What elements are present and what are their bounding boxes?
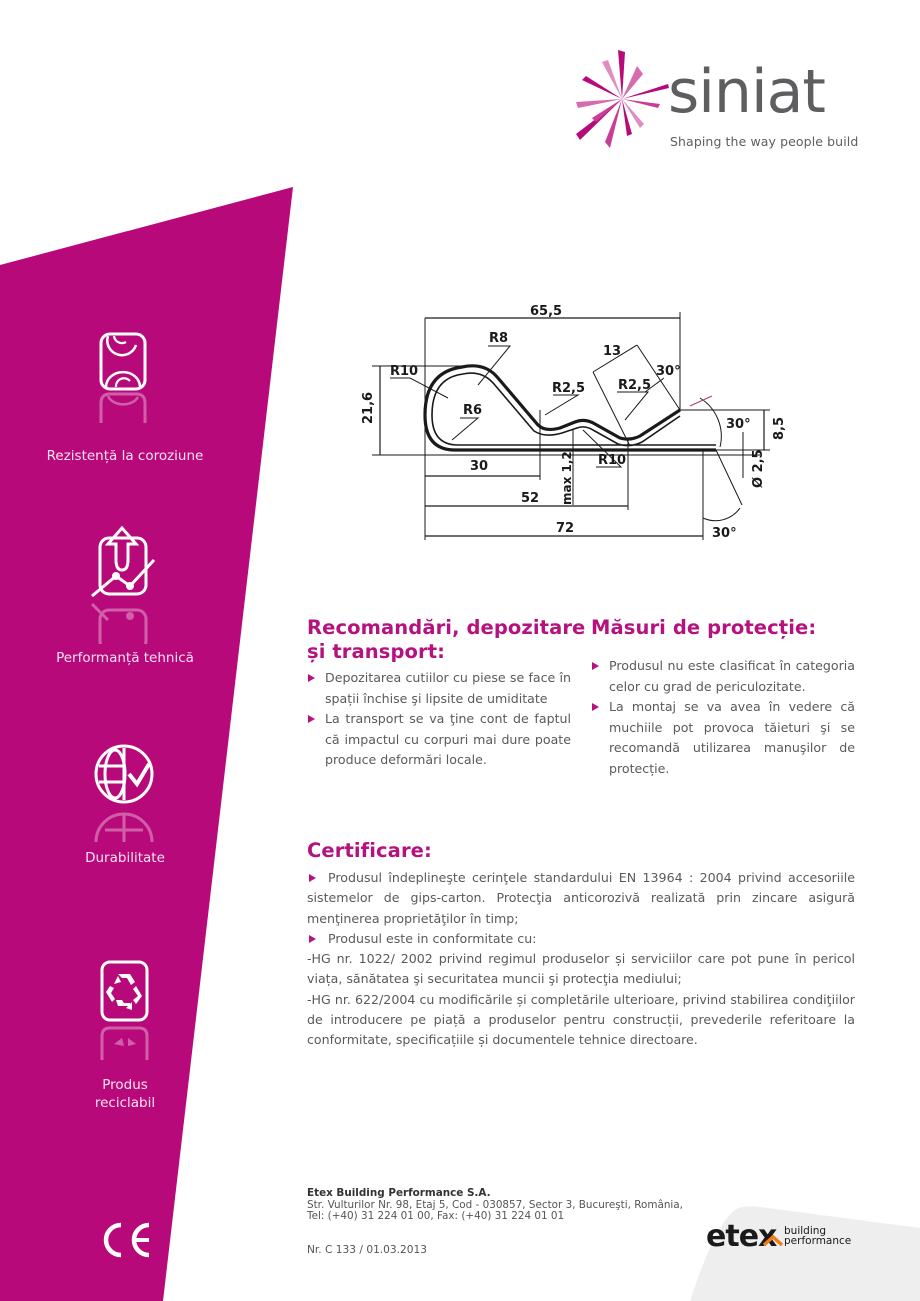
feature-label: Durabilitate: [85, 850, 165, 866]
etex-chevron-icon: [762, 1234, 784, 1247]
company-address: Str. Vulturilor Nr. 98, Etaj 5, Cod - 03…: [307, 1198, 683, 1211]
siniat-wordmark: siniat: [668, 57, 826, 127]
ce-mark-icon: [103, 1222, 150, 1258]
dim-8-5: 8,5: [772, 417, 787, 440]
etex-sub-line: building: [784, 1225, 827, 1237]
list-item: Depozitarea cutiilor cu piese se face în…: [307, 668, 571, 709]
durability-globe-check-icon: [94, 744, 154, 842]
title-line: Recomandări, depozitare: [307, 616, 586, 639]
company-footer: Etex Building Performance S.A. Str. Vult…: [307, 1187, 683, 1223]
dim-65-5: 65,5: [530, 304, 562, 319]
protection-list: Produsul nu este clasificat în categoria…: [591, 656, 855, 779]
cert-paragraph: Produsul îndeplineşte cerinţele standard…: [307, 868, 855, 929]
title-line: și transport:: [307, 640, 446, 663]
feature-label: Rezistență la coroziune: [46, 448, 204, 464]
list-item: La montaj se va avea în vedere că muchii…: [591, 697, 855, 779]
dim-r2-5-right: R2,5: [618, 378, 651, 393]
company-contact: Tel: (+40) 31 224 01 00, Fax: (+40) 31 2…: [307, 1210, 565, 1222]
certification-body: Produsul îndeplineşte cerinţele standard…: [307, 868, 855, 1051]
dim-r6: R6: [463, 403, 482, 418]
recommendations-list: Depozitarea cutiilor cu piese se face în…: [307, 668, 571, 771]
technical-drawing: 65,5 R8 R10 R6 R2,5 R2,5 13 30° 30° 30° …: [361, 304, 787, 541]
siniat-star-icon: [576, 50, 669, 148]
corrosion-resistance-icon: [99, 332, 147, 423]
document-number: Nr. C 133 / 01.03.2013: [307, 1244, 427, 1256]
dim-angle-mid: 30°: [726, 417, 751, 432]
dim-21-6: 21,6: [361, 392, 376, 424]
dim-r8: R8: [489, 331, 508, 346]
etex-subtitle: building performance: [784, 1225, 852, 1247]
etex-logo-backdrop: [690, 1206, 920, 1301]
dim-r2-5-left: R2,5: [552, 381, 585, 396]
dim-52: 52: [521, 491, 539, 506]
etex-sub-line: performance: [784, 1235, 852, 1247]
siniat-tagline: Shaping the way people build: [670, 134, 859, 149]
dim-72: 72: [556, 521, 574, 536]
technical-performance-icon: [90, 525, 156, 644]
list-item: Produsul nu este clasificat în categoria…: [591, 656, 855, 697]
cert-paragraph: -HG nr. 622/2004 cu modificările și comp…: [307, 991, 855, 1048]
cert-text: Produsul este in conformitate cu:: [328, 930, 537, 946]
magenta-side-panel: [0, 187, 293, 1301]
cert-text: Produsul îndeplineşte cerinţele standard…: [307, 870, 855, 926]
cert-paragraph: -HG nr. 1022/ 2002 privind regimul produ…: [307, 951, 855, 987]
cert-paragraph: Produsul este in conformitate cu:: [307, 929, 855, 949]
feature-label: Performanță tehnică: [56, 650, 194, 666]
dim-r10-left: R10: [390, 364, 418, 379]
etex-text: etex: [706, 1219, 777, 1254]
etex-wordmark: etex: [706, 1219, 777, 1254]
feature-label: Produs reciclabil: [20, 1076, 230, 1112]
dim-angle-top: 30°: [656, 364, 681, 379]
dim-30: 30: [470, 459, 488, 474]
list-item: La transport se va ţine cont de faptul c…: [307, 709, 571, 771]
dim-r10-bottom: R10: [598, 453, 626, 468]
dim-13: 13: [603, 344, 621, 359]
certification-title: Certificare:: [307, 839, 432, 862]
recycle-icon: [100, 960, 149, 1060]
dim-angle-bottom: 30°: [712, 526, 737, 541]
company-name: Etex Building Performance S.A.: [307, 1187, 491, 1199]
feature-label-line1: Produs: [102, 1077, 148, 1093]
recommendations-title: Recomandări, depozitare și transport:: [307, 616, 597, 664]
dim-max: max 1,2: [560, 451, 574, 505]
feature-label-line2: reciclabil: [94, 1095, 156, 1111]
protection-title: Măsuri de protecție:: [591, 616, 817, 639]
dim-diameter: Ø 2,5: [751, 449, 766, 488]
